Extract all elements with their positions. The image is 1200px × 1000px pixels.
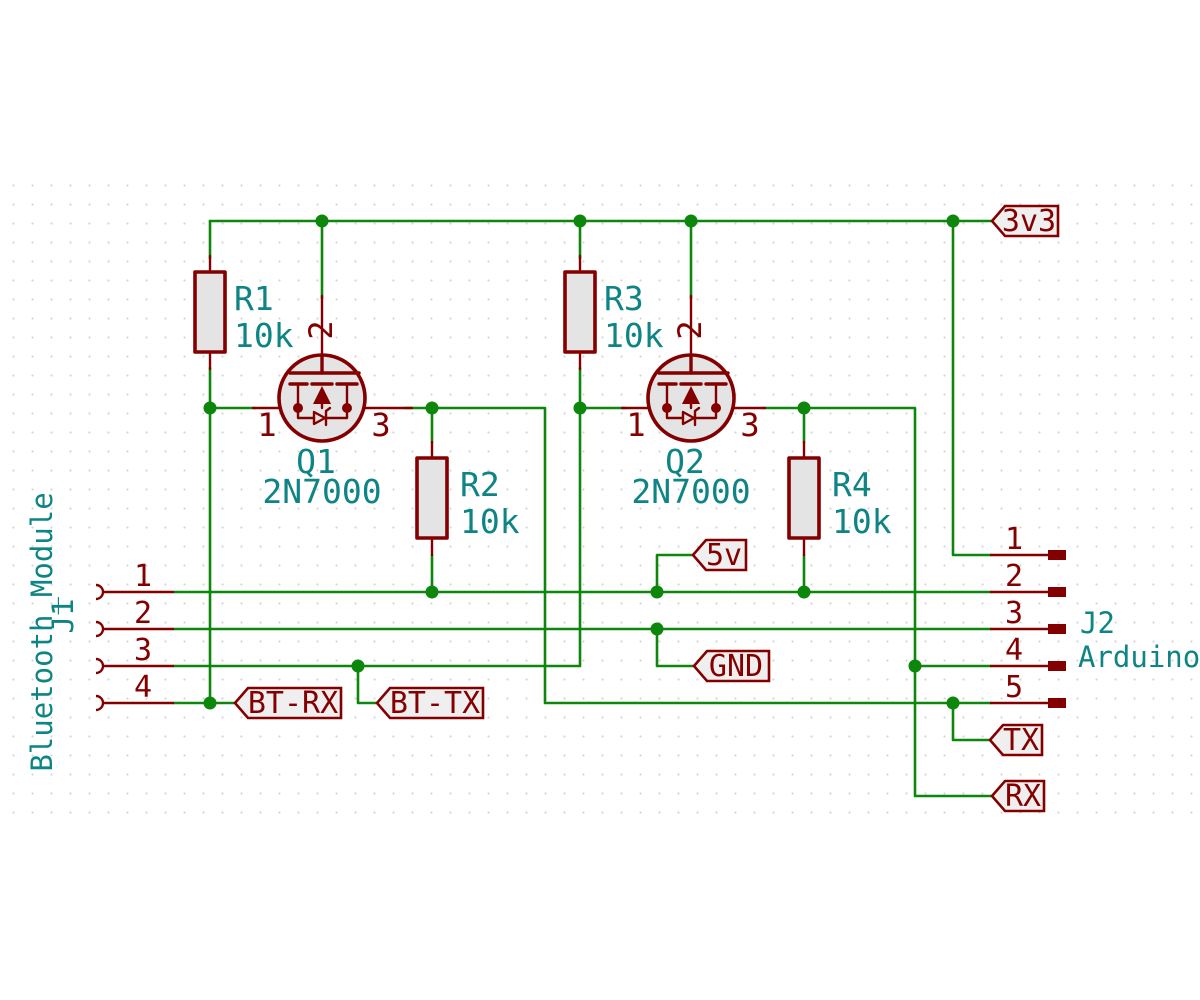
q1-pin-number-right: 3 [371,406,390,444]
body-diode-icon [682,386,700,404]
j2-pin-number-5: 5 [1005,670,1023,705]
mosfet-q1[interactable]: 1 2 3 [251,294,414,444]
wire-tx-drop[interactable] [951,701,992,742]
q2-value[interactable]: 2N7000 [631,472,750,511]
j2-pin-number-3: 3 [1005,596,1023,631]
global-label-tx-text: TX [1003,723,1039,758]
connector-j2-pin-4[interactable]: 4 [990,633,1066,671]
wires [172,219,994,798]
global-label-bt-tx-text: BT-TX [390,686,480,721]
grid-dots [0,183,1200,817]
resistor-r4[interactable] [787,440,821,557]
q2-pin-number-left: 1 [626,406,645,444]
connector-j2-pin-1[interactable]: 1 [990,522,1066,560]
body-diode-icon [313,386,331,404]
r3-value[interactable]: 10k [604,316,664,355]
global-label-5v[interactable]: 5v [691,538,748,573]
global-label-gnd-text: GND [709,649,763,684]
connector-j2-pin-3[interactable]: 3 [990,596,1066,634]
q2-pin-number-right: 3 [740,406,759,444]
j1-pin-number-1: 1 [134,559,152,594]
connector-j1-pin-4[interactable]: 4 [95,670,174,712]
global-label-rx-text: RX [1005,779,1041,814]
r4-reference[interactable]: R4 [832,465,872,504]
connector-j1-pin-3[interactable]: 3 [95,633,174,675]
global-label-3v3[interactable]: 3v3 [990,204,1060,239]
global-label-bt-tx[interactable]: BT-TX [375,686,485,721]
j2-pin-number-1: 1 [1005,522,1023,557]
global-label-rx[interactable]: RX [990,779,1046,814]
connector-j1-pin-2[interactable]: 2 [95,596,174,638]
j1-reference[interactable]: J1 [46,599,80,634]
j2-pin-number-2: 2 [1005,559,1023,594]
connector-j1-pin-1[interactable]: 1 [95,559,174,601]
q1-reference[interactable]: Q1 [296,442,336,481]
r2-value[interactable]: 10k [460,502,520,541]
j1-pin-number-4: 4 [134,670,152,705]
wire-q1source-to-j2pin5[interactable] [430,406,992,705]
wire-5v-drop[interactable] [655,553,695,594]
resistor-r1[interactable] [193,254,227,371]
j1-pin-number-2: 2 [134,596,152,631]
wire-bttx-drop[interactable] [356,664,379,705]
q2-reference[interactable]: Q2 [665,442,705,481]
wire-3v3-to-j2pin1[interactable] [951,219,992,557]
connector-j2[interactable]: 1 2 3 4 5 J2 Arduino [990,522,1200,708]
q1-value[interactable]: 2N7000 [262,472,381,511]
connector-j2-pin-2[interactable]: 2 [990,559,1066,597]
connector-j1[interactable]: 1 2 3 4 J1 Bluetooth_Module [25,492,174,772]
j2-pin-number-4: 4 [1005,633,1023,668]
junction-dots [203,214,960,710]
mosfet-q2[interactable]: 1 2 3 [620,294,767,444]
global-label-3v3-text: 3v3 [1002,204,1056,239]
wire-gnd-drop[interactable] [655,627,696,668]
global-label-gnd[interactable]: GND [692,649,771,684]
j1-value[interactable]: Bluetooth_Module [25,492,60,771]
j2-value[interactable]: Arduino [1078,640,1200,674]
q1-pin-number-top: 2 [302,320,340,339]
wire-q2source-to-rx[interactable] [802,406,994,798]
q1-pin-number-left: 1 [257,406,276,444]
resistor-r3[interactable] [563,254,597,371]
global-label-bt-rx-text: BT-RX [248,686,338,721]
global-label-bt-rx[interactable]: BT-RX [233,686,343,721]
r4-value[interactable]: 10k [832,502,892,541]
r2-reference[interactable]: R2 [460,465,500,504]
global-label-5v-text: 5v [706,538,742,573]
wire-j1pin3-to-q2gate[interactable] [172,406,582,668]
q2-pin-number-top: 2 [671,320,709,339]
connector-j2-pin-5[interactable]: 5 [990,670,1066,708]
r1-value[interactable]: 10k [234,316,294,355]
resistor-r2[interactable] [415,440,449,557]
j1-pin-number-3: 3 [134,633,152,668]
j2-reference[interactable]: J2 [1080,606,1115,640]
r3-reference[interactable]: R3 [604,279,644,318]
global-label-tx[interactable]: TX [988,723,1044,758]
r1-reference[interactable]: R1 [234,279,274,318]
